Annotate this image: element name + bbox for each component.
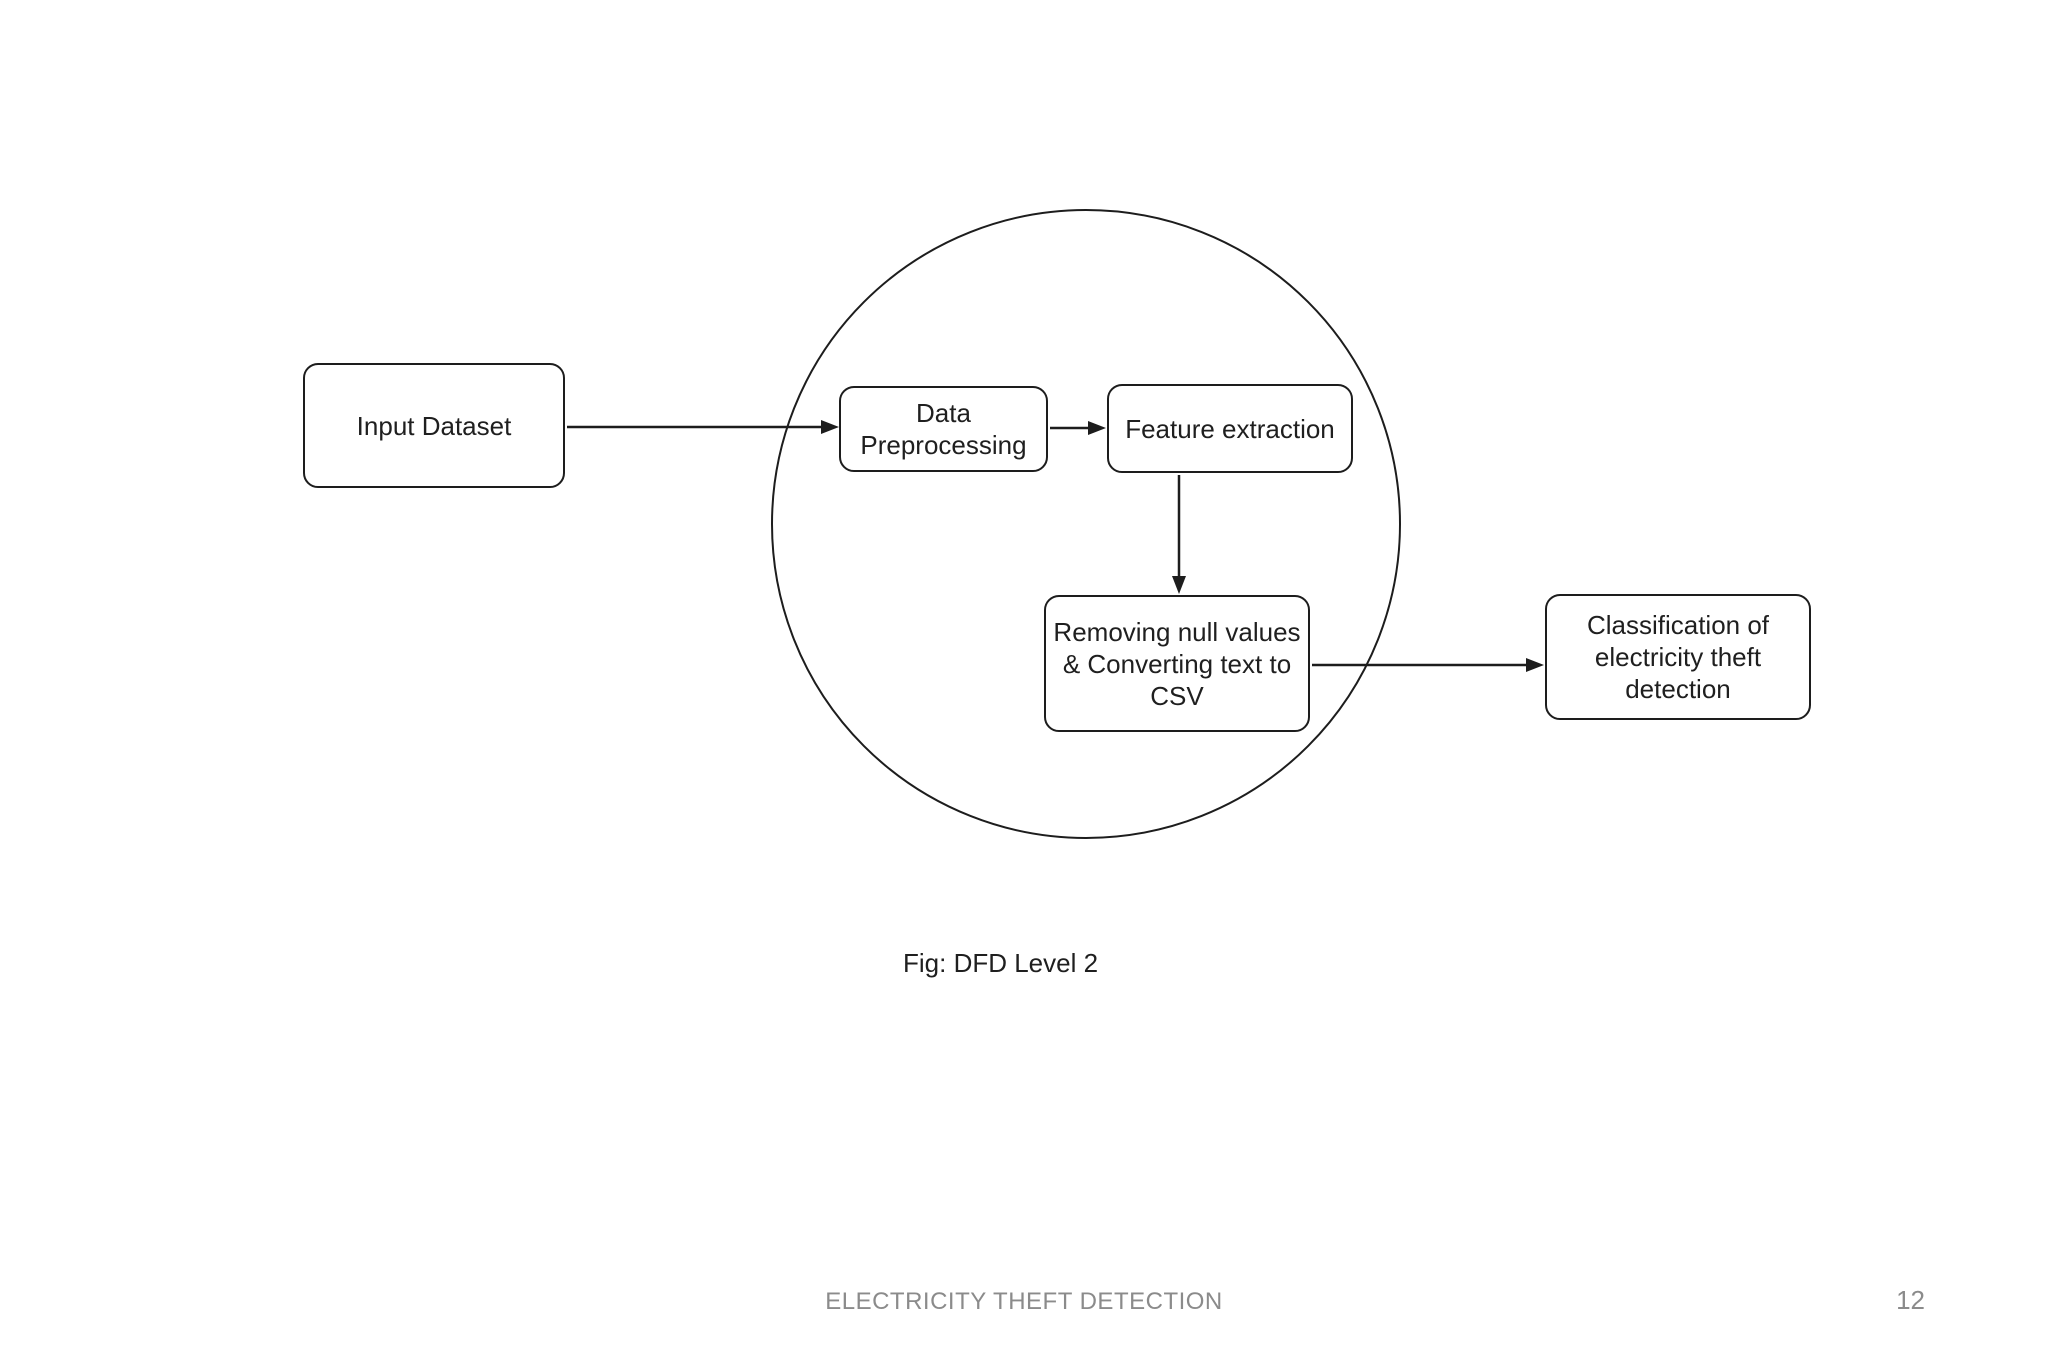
- node-classification-label: Classification of electricity theft dete…: [1586, 610, 1770, 704]
- node-data-preprocessing-label: Data Preprocessing: [860, 398, 1027, 460]
- footer-title: ELECTRICITY THEFT DETECTION: [825, 1288, 1223, 1315]
- node-data-preprocessing: Data Preprocessing: [839, 386, 1048, 472]
- node-removing-null-values-label: Removing null values & Converting text t…: [1053, 616, 1301, 711]
- node-input-dataset-label: Input Dataset: [356, 410, 512, 441]
- node-classification: Classification of electricity theft dete…: [1545, 594, 1811, 720]
- process-boundary-circle: [771, 209, 1401, 839]
- node-feature-extraction: Feature extraction: [1107, 384, 1353, 473]
- figure-caption: Fig: DFD Level 2: [903, 948, 1099, 978]
- node-input-dataset: Input Dataset: [303, 363, 565, 488]
- arrow-preprocessing-to-feature-head: [1088, 421, 1106, 435]
- node-removing-null-values: Removing null values & Converting text t…: [1044, 595, 1310, 732]
- node-feature-extraction-label: Feature extraction: [1125, 413, 1335, 444]
- footer-page-number: 12: [1896, 1285, 1925, 1315]
- arrow-input-to-preprocessing-head: [821, 420, 839, 434]
- arrow-removing-to-classification-head: [1526, 658, 1544, 672]
- arrow-feature-to-removing-head: [1172, 576, 1186, 594]
